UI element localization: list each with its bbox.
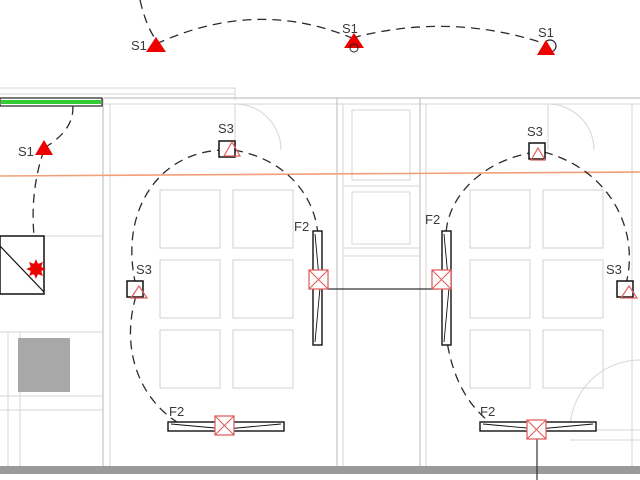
red-triangle-sensor-icon xyxy=(146,37,166,52)
tag-s3-room1-left: S3 xyxy=(136,262,152,277)
tag-s1-top-right: S1 xyxy=(538,25,554,40)
tag-s3-room2-right: S3 xyxy=(606,262,622,277)
square-switch-icon xyxy=(616,280,639,299)
crossed-junction-box-icon xyxy=(431,269,452,290)
crossed-junction-box-icon xyxy=(526,419,547,440)
crossed-junction-box-icon xyxy=(214,415,235,436)
square-switch-icon xyxy=(218,140,242,158)
guide-line xyxy=(0,171,640,177)
tag-s3-room2-top: S3 xyxy=(527,124,543,139)
tag-f2-room1-vertical: F2 xyxy=(294,219,309,234)
red-triangle-sensor-icon xyxy=(537,39,557,55)
red-starburst-icon xyxy=(26,259,46,279)
tag-f2-room2-vertical: F2 xyxy=(425,212,440,227)
tag-s1-top-left: S1 xyxy=(131,38,147,53)
square-switch-icon xyxy=(528,142,547,161)
tag-f2-room1-horizontal: F2 xyxy=(169,404,184,419)
tag-s3-room1-top: S3 xyxy=(218,121,234,136)
green-top-bar xyxy=(0,97,103,107)
tag-s1-left: S1 xyxy=(18,144,34,159)
wiring-runs xyxy=(32,0,630,425)
tag-s1-top-center: S1 xyxy=(342,21,358,36)
floor-bar xyxy=(0,466,640,474)
square-switch-icon xyxy=(126,280,149,299)
red-triangle-sensor-icon xyxy=(35,140,53,155)
equipment-box xyxy=(18,338,70,392)
red-triangle-sensor-icon xyxy=(344,33,364,53)
crossed-junction-box-icon xyxy=(308,269,329,290)
tag-f2-room2-horizontal: F2 xyxy=(480,404,495,419)
